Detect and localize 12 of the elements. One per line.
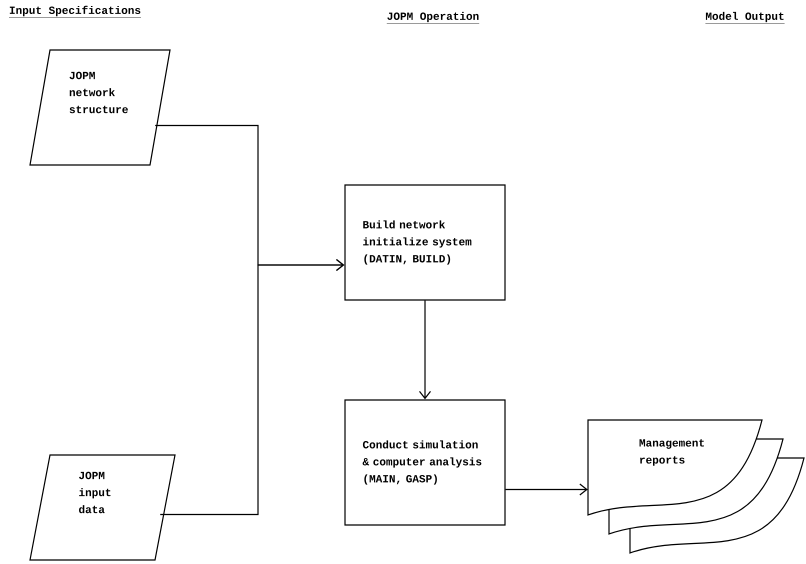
- column-heading: Model Output: [705, 12, 785, 24]
- document-stack: Management reports: [587, 419, 805, 554]
- data-parallelogram: JOPM input data: [29, 454, 176, 561]
- process-box: Conduct simulation & computer analysis (MAIN, GASP): [344, 399, 506, 526]
- arrow: [419, 300, 431, 400]
- arrow: [506, 484, 588, 496]
- column-heading: JOPM Operation: [386, 12, 480, 24]
- arrow: [160, 259, 344, 516]
- data-parallelogram: JOPM network structure: [29, 49, 171, 166]
- process-box: Build network initialize system (DATIN, BUILD): [344, 184, 506, 301]
- node-label: Management: [640, 439, 704, 449]
- column-heading: Input Specifications: [8, 6, 142, 18]
